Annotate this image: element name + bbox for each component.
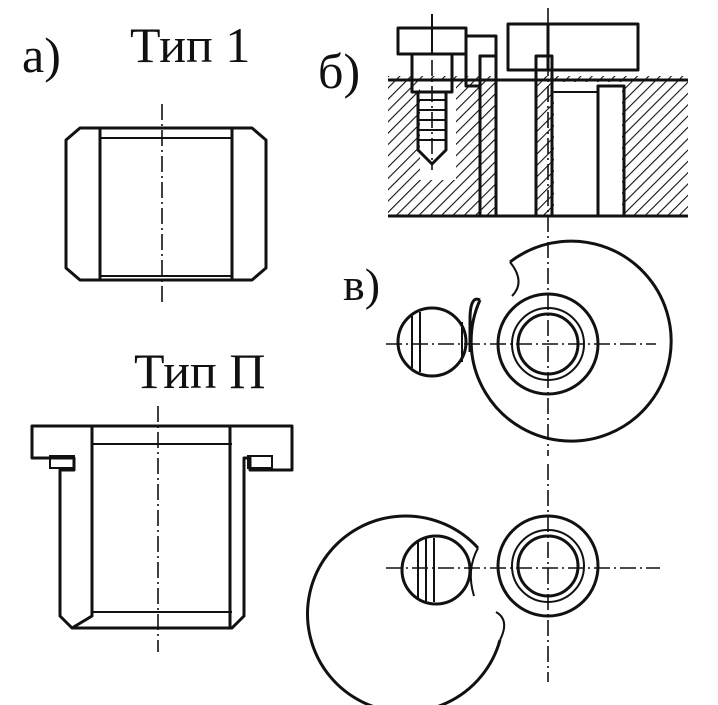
view-v-lower [306, 464, 660, 705]
label-a: а) [22, 27, 61, 83]
label-type-2: Тип П [134, 343, 265, 399]
label-type-1: Тип 1 [130, 17, 250, 73]
bushing-type-2 [30, 406, 294, 652]
view-v-upper [386, 239, 673, 456]
bushing-type-1 [64, 104, 268, 304]
label-v: в) [343, 259, 380, 310]
label-b: б) [318, 43, 360, 99]
jig-section [388, 8, 688, 240]
